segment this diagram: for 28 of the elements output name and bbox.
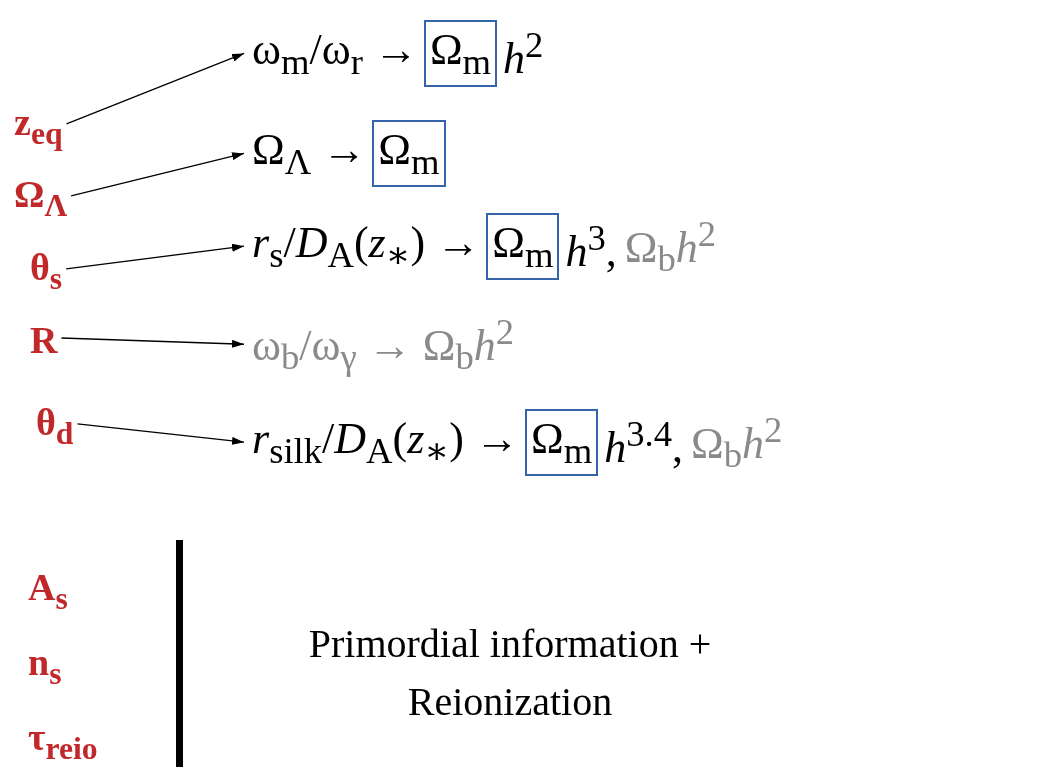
- parameter-symbol: A$_{s}$: [28, 565, 68, 617]
- formula-text: ω$_{m}$/ω$_{r}$ →: [252, 24, 418, 83]
- arrow: [65, 243, 245, 270]
- formula-text: r$_{silk}$/D$_{A}$(z$_{∗}$) →: [252, 412, 519, 472]
- formula-text: h$^{2}$: [503, 23, 544, 84]
- formula-text: Ω$_{Λ}$ →: [252, 124, 367, 183]
- parameter-symbol: τ$_{reio}$: [28, 715, 98, 767]
- parameter-symbol: θ$_{s}$: [30, 245, 63, 297]
- arrow: [76, 423, 245, 446]
- boxed-term: Ω$_{m}$: [423, 20, 498, 87]
- formula-text: Ω$_{b}$h$^{2}$: [624, 212, 717, 281]
- parameter-symbol: R: [30, 318, 58, 362]
- formula-text: Ω$_{b}$h$^{2}$: [691, 408, 783, 477]
- formula-text: r$_{s}$/D$_{A}$(z$_{∗}$) →: [252, 216, 481, 276]
- parameter-symbol: n$_{s}$: [28, 640, 62, 692]
- parameter-symbol: Ω$_{Λ}$: [14, 172, 68, 224]
- formula-text: h$^{3}$,: [565, 215, 617, 277]
- description-text: Primordial information + Reionization: [307, 620, 713, 726]
- boxed-term: Ω$_{m}$: [486, 212, 560, 280]
- arrow: [65, 52, 245, 125]
- boxed-term: Ω$_{m}$: [372, 120, 446, 187]
- boxed-term: Ω$_{m}$: [524, 408, 599, 476]
- parameter-symbol: θ$_{d}$: [36, 400, 74, 452]
- arrow: [60, 337, 245, 348]
- arrow: [70, 151, 245, 197]
- parameter-symbol: z$_{eq}$: [14, 100, 63, 152]
- formula-text: h$^{3.4}$,: [604, 411, 683, 473]
- formula-text: ω$_{b}$/ω$_{γ}$ → Ω$_{b}$h$^{2}$: [252, 310, 515, 379]
